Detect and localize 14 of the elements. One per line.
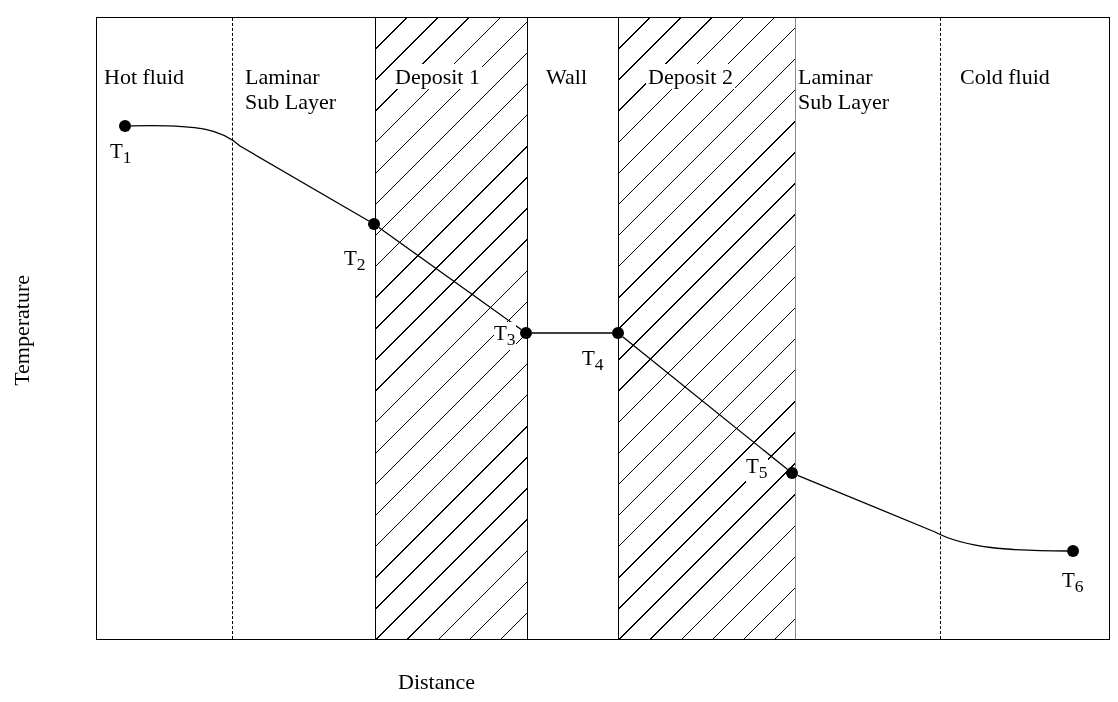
data-point-dot [1067,545,1079,557]
data-point-dot [119,120,131,132]
data-point-dot [368,218,380,230]
region-label: Deposit 1 [393,64,482,89]
axis-label: Temperature [10,274,34,386]
data-point-dot [612,327,624,339]
profile-line [130,124,370,222]
temperature-label: T$_{3}$ [494,322,516,351]
axis-label: Distance [398,670,475,694]
profile-line [622,336,788,470]
region-label: Deposit 2 [646,64,735,89]
profile-line [531,332,613,334]
profile-line [796,474,1068,552]
profile-line [378,226,522,331]
